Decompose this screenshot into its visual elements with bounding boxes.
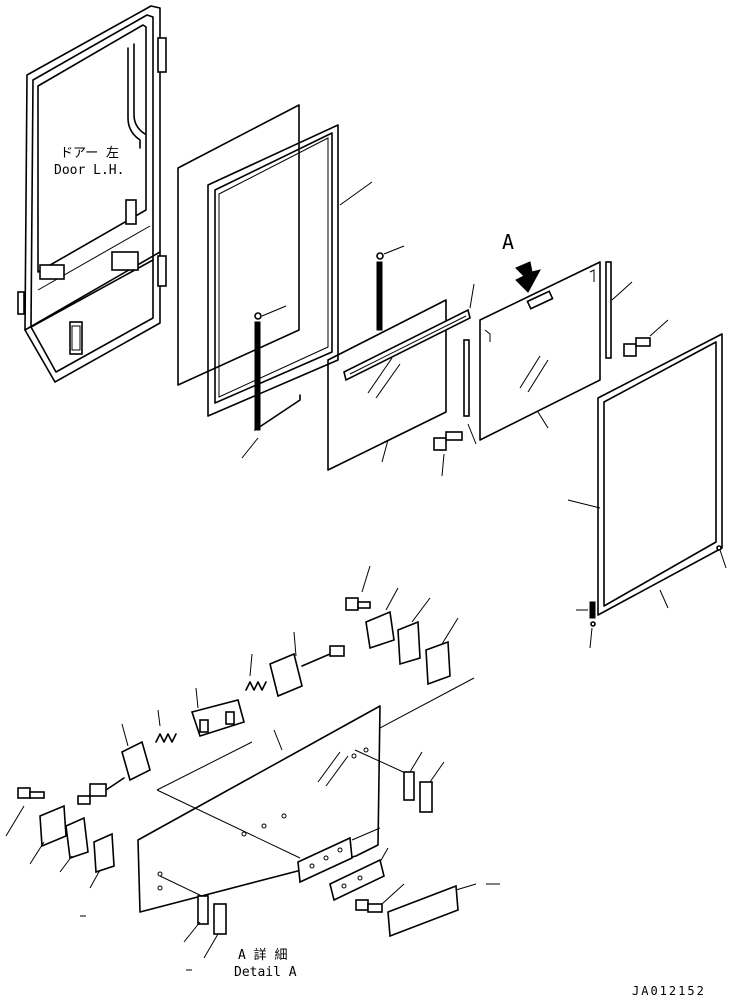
- bracket-upper: [365, 587, 399, 650]
- rubber-block: [387, 883, 500, 938]
- bracket-lower: [29, 804, 67, 865]
- frame-seal: [207, 124, 373, 417]
- bolt-d: [355, 883, 405, 913]
- side-strip-left: [463, 339, 477, 445]
- door-lh-frame: [17, 5, 167, 383]
- bolt-c: [345, 565, 371, 611]
- detail-label-jp: A 詳 細: [238, 948, 288, 963]
- glass-panel-lower: [327, 299, 447, 471]
- pad-lower-2: [89, 832, 115, 889]
- arrow-view-a: [515, 261, 541, 293]
- pad-lower-1: [59, 816, 89, 873]
- spring-1: [155, 709, 177, 743]
- seal-frame-large: [567, 333, 727, 649]
- plate-lower-2: [329, 847, 389, 902]
- glass-panel-back: [177, 104, 300, 386]
- latch-pin: [77, 777, 125, 805]
- latch-body: [121, 723, 151, 782]
- glass-panel-sliding: [479, 261, 601, 441]
- side-strip-right: [605, 261, 633, 359]
- bolt-b: [623, 319, 669, 357]
- clip-right-1: [403, 751, 423, 801]
- pad-upper-2: [425, 617, 459, 686]
- view-marker-a: A: [502, 230, 515, 254]
- rubber-strip-vertical: [241, 305, 301, 459]
- spring-2: [245, 653, 267, 691]
- door-label-jp: ドアー 左: [60, 146, 120, 161]
- lower-glass-panel: [137, 705, 381, 913]
- handle-block: [190, 687, 245, 738]
- clip-right-2: [419, 761, 445, 813]
- clip-left-1: [183, 895, 209, 943]
- detail-label-en: Detail A: [234, 965, 297, 980]
- clip-left-2: [203, 903, 227, 959]
- bolt-a: [433, 431, 463, 477]
- plate-lower-1: [297, 827, 381, 884]
- door-label-en: Door L.H.: [54, 163, 125, 178]
- rubber-strip-short: [376, 245, 405, 331]
- channel-rail: [343, 283, 475, 382]
- leader-lines-lower: [156, 677, 475, 899]
- drawing-number: JA012152: [632, 984, 706, 998]
- pad-upper-1: [397, 597, 431, 666]
- lock-housing: [269, 631, 345, 698]
- bolt-e: [5, 787, 45, 837]
